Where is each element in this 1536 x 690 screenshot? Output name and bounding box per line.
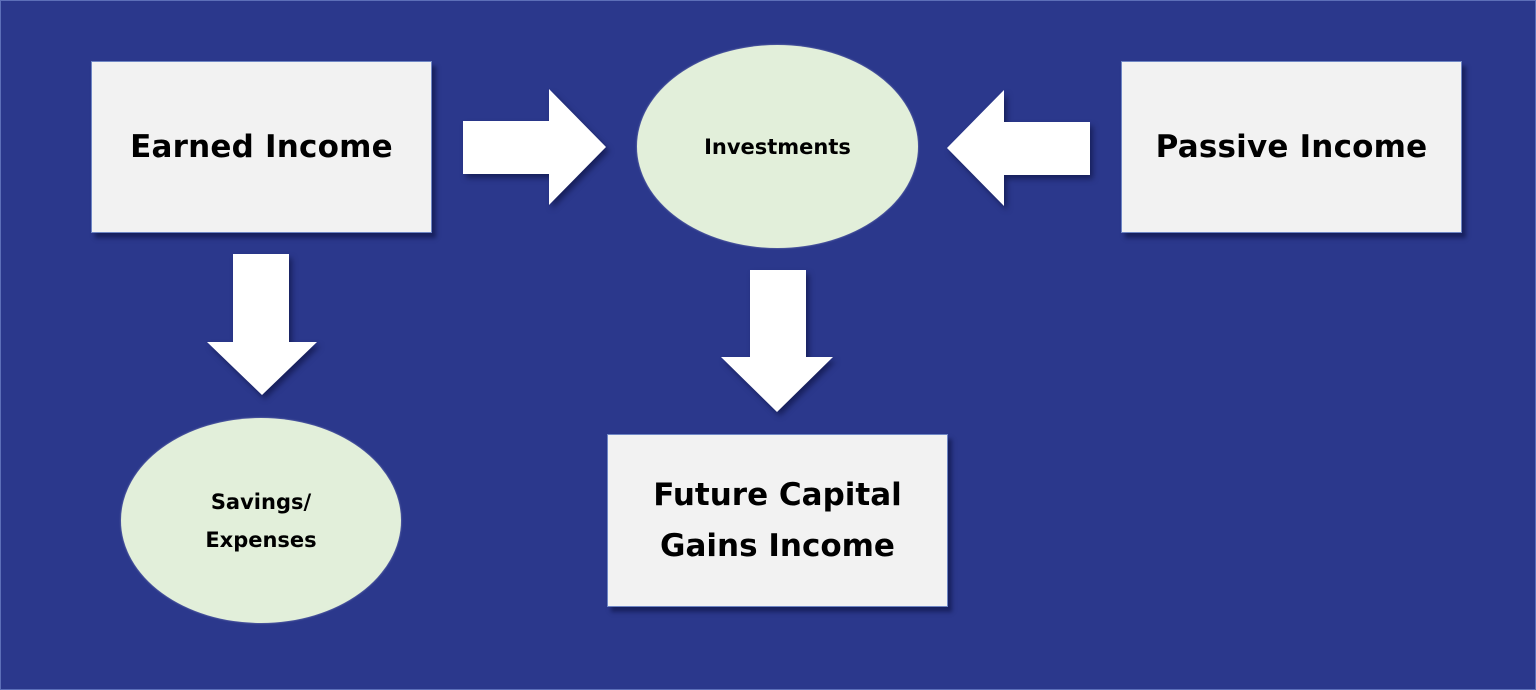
savings-expenses-ellipse: Savings/ Expenses	[121, 418, 401, 623]
passive-income-label: Passive Income	[1155, 129, 1428, 165]
earned-income-label: Earned Income	[130, 129, 393, 165]
passive-income-box: Passive Income	[1121, 61, 1462, 233]
expenses-label: Expenses	[205, 527, 317, 552]
arrow-left-icon	[946, 90, 1090, 206]
earned-income-box: Earned Income	[91, 61, 432, 233]
savings-label: Savings/	[210, 489, 312, 514]
future-capital-gains-box: Future Capital Gains Income	[607, 434, 948, 607]
savings-expenses-text: Savings/ Expenses	[205, 483, 316, 559]
future-capital-label: Future Capital	[653, 476, 902, 513]
arrow-down-icon	[206, 254, 318, 396]
arrow-down-icon	[721, 270, 833, 413]
gains-income-label: Gains Income	[660, 527, 895, 564]
investments-label: Investments	[704, 134, 851, 159]
arrow-right-icon	[463, 89, 607, 205]
investments-ellipse: Investments	[637, 45, 918, 248]
future-capital-gains-text: Future Capital Gains Income	[653, 470, 902, 572]
